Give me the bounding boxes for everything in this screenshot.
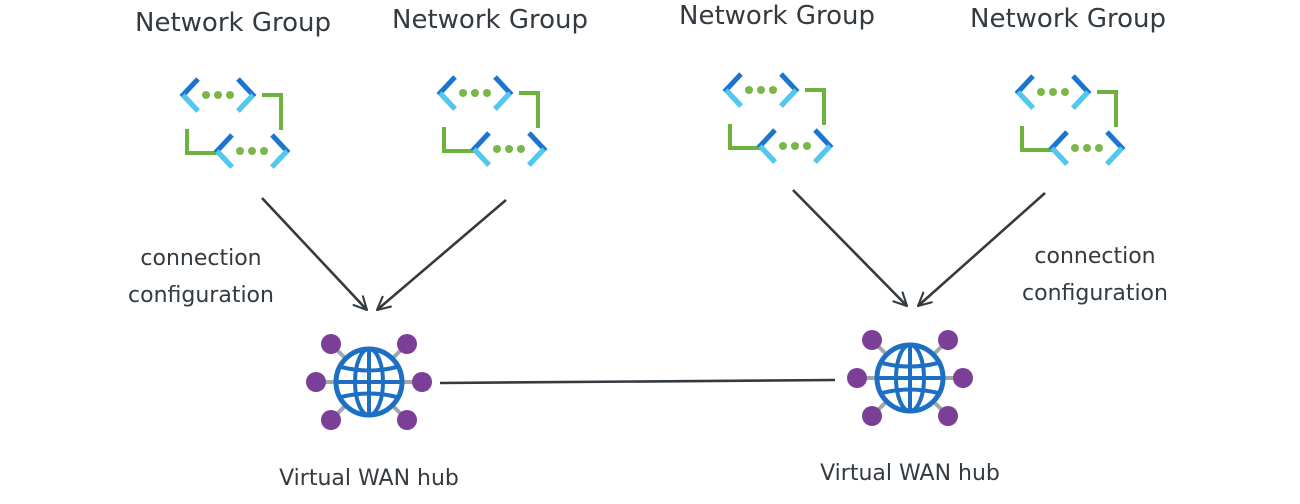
connection-arrow xyxy=(916,192,1046,308)
virtual-wan-hub-icon xyxy=(306,334,432,430)
network-group-title: Network Group xyxy=(135,8,331,38)
hub-link-line xyxy=(439,378,836,385)
network-group-icon xyxy=(726,74,830,162)
network-group-title: Network Group xyxy=(970,4,1166,34)
edge-label-line: connection xyxy=(140,246,262,271)
edge-label-line: connection xyxy=(1034,244,1156,269)
network-group-title: Network Group xyxy=(679,1,875,31)
hub-title: Virtual WAN hub xyxy=(279,466,459,491)
edge-label-left: connection configuration xyxy=(128,240,274,314)
connection-arrow xyxy=(261,197,369,312)
network-group-icon xyxy=(183,79,287,167)
hub-title: Virtual WAN hub xyxy=(820,461,1000,486)
network-group-icon xyxy=(440,77,544,165)
edge-label-right: connection configuration xyxy=(1022,238,1168,312)
edge-label-line: configuration xyxy=(128,283,274,308)
network-group-title: Network Group xyxy=(392,5,588,35)
connection-arrow xyxy=(792,189,909,308)
edge-label-line: configuration xyxy=(1022,281,1168,306)
connection-arrow xyxy=(375,199,507,312)
virtual-wan-hub-icon xyxy=(847,330,973,426)
network-group-icon xyxy=(1018,76,1122,164)
